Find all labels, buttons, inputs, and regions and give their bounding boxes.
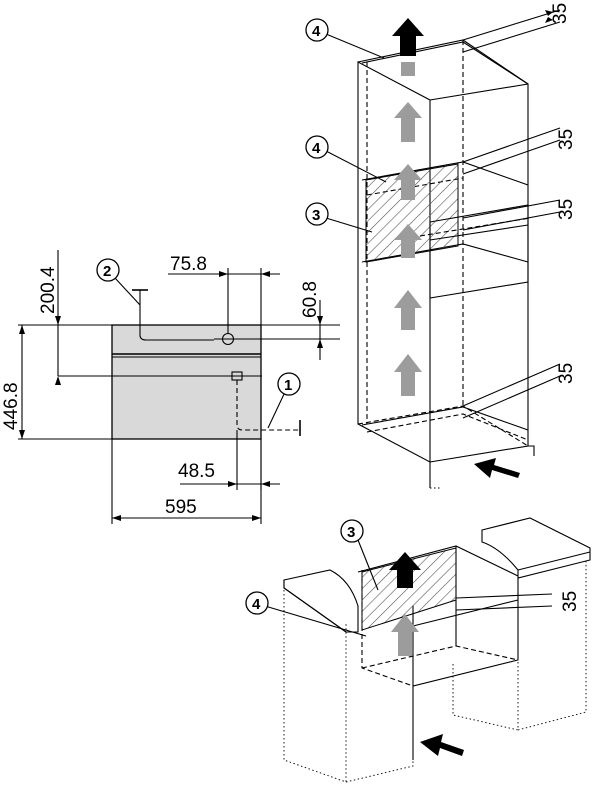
svg-text:4: 4 xyxy=(312,23,321,40)
airflow-arrow-base xyxy=(391,614,419,656)
svg-text:2: 2 xyxy=(103,263,111,280)
vent-dim-base: 35 xyxy=(560,591,581,612)
base-unit xyxy=(283,517,591,783)
svg-text:3: 3 xyxy=(312,207,320,224)
svg-text:3: 3 xyxy=(347,524,355,541)
dim-48-5: 48.5 xyxy=(178,461,215,482)
callout-4-tall-mid: 4 xyxy=(305,135,387,183)
appliance-body xyxy=(111,324,262,440)
callout-3-tall: 3 xyxy=(305,202,373,233)
callout-1: 1 xyxy=(267,372,301,429)
air-outlet-arrow-base xyxy=(389,552,421,588)
dim-446-8: 446.8 xyxy=(1,382,22,430)
air-inlet-arrow-base xyxy=(420,734,464,756)
vent-dim-upper: 35 xyxy=(556,129,577,150)
airflow-arrows-tall xyxy=(394,62,422,396)
dim-60-8: 60.8 xyxy=(300,281,321,318)
callout-4-base: 4 xyxy=(245,591,367,637)
svg-text:4: 4 xyxy=(312,140,321,157)
dim-595: 595 xyxy=(165,497,197,518)
air-inlet-arrow-tall xyxy=(474,458,520,478)
front-dimensions: 200.4 446.8 75.8 60.8 48.5 595 xyxy=(1,250,340,524)
vent-dimensions-tall: 35 35 35 35 xyxy=(462,3,577,419)
vent-dimension-base: 35 xyxy=(455,591,581,612)
svg-text:4: 4 xyxy=(252,596,261,613)
vent-dim-mid: 35 xyxy=(556,199,577,220)
callout-4-tall-top: 4 xyxy=(305,18,385,59)
dim-75-8: 75.8 xyxy=(170,254,207,275)
water-pipe xyxy=(139,290,214,341)
tall-cabinet xyxy=(357,18,535,489)
callout-2: 2 xyxy=(96,258,141,306)
appliance-front-view xyxy=(58,289,340,440)
vent-dim-bottom: 35 xyxy=(556,363,577,384)
svg-text:1: 1 xyxy=(284,377,292,394)
callout-3-base: 3 xyxy=(340,519,379,591)
power-cable xyxy=(236,380,300,431)
air-outlet-arrow-tall xyxy=(392,18,424,56)
dim-200-4: 200.4 xyxy=(38,266,59,314)
vent-dim-top: 35 xyxy=(550,3,571,24)
